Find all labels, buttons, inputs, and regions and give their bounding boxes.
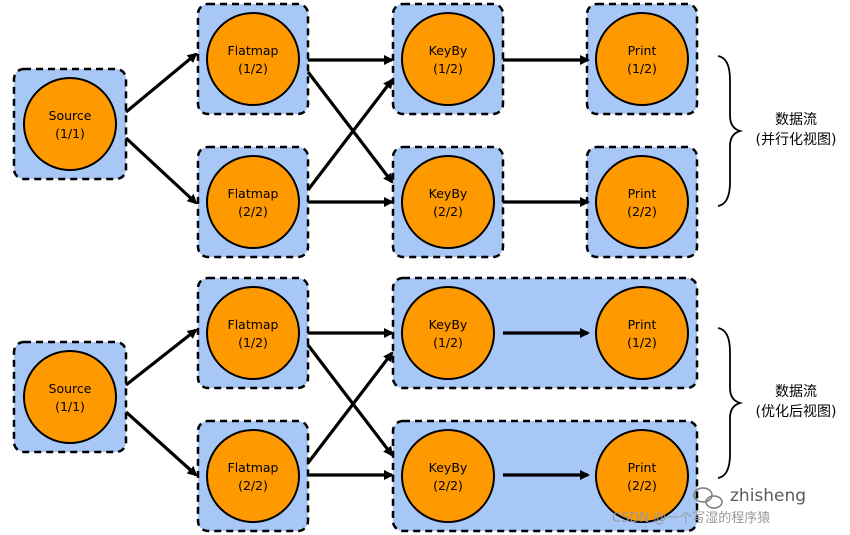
source-label: Source bbox=[49, 381, 92, 396]
keyby-1-index: (1/2) bbox=[433, 61, 463, 76]
print-1-index: (1/2) bbox=[627, 335, 657, 350]
keyby-2-label: KeyBy bbox=[429, 186, 468, 201]
parallel-view-brace bbox=[717, 55, 744, 207]
source-node bbox=[23, 350, 117, 444]
keyby-2-node bbox=[401, 429, 495, 523]
keyby-2-index: (2/2) bbox=[433, 478, 463, 493]
print-1-node bbox=[595, 286, 689, 380]
optimized-view-caption-line1: 数据流 bbox=[775, 384, 817, 400]
print-2-index: (2/2) bbox=[627, 478, 657, 493]
edge-flatmap1-keyby2 bbox=[306, 71, 394, 184]
edge-source-flatmap1 bbox=[124, 52, 198, 114]
watermark-credit: CSDN @一个写湿的程序猿 bbox=[612, 510, 770, 526]
flatmap-2-index: (2/2) bbox=[238, 204, 268, 219]
optimized-view-brace bbox=[717, 327, 744, 479]
wechat-icon bbox=[693, 487, 723, 509]
keyby-1-label: KeyBy bbox=[429, 317, 468, 332]
edge-source-flatmap1 bbox=[125, 328, 198, 387]
keyby-1-label: KeyBy bbox=[429, 43, 468, 58]
keyby-1-node bbox=[401, 12, 495, 106]
flatmap-1-index: (1/2) bbox=[238, 335, 268, 350]
print-2-label: Print bbox=[628, 460, 657, 475]
optimized-view: Source (1/1) Flatmap (1/2) Flatmap (2/2)… bbox=[12, 276, 837, 533]
watermark: zhisheng CSDN @一个写湿的程序猿 bbox=[612, 486, 806, 526]
source-index: (1/1) bbox=[55, 399, 85, 414]
parallel-view: Source (1/1) Flatmap (1/2) Flatmap (2/2)… bbox=[12, 2, 837, 259]
edge-flatmap2-keyby1 bbox=[306, 351, 394, 464]
keyby-1-index: (1/2) bbox=[433, 335, 463, 350]
print-1-index: (1/2) bbox=[627, 61, 657, 76]
source-node bbox=[23, 77, 117, 171]
optimized-view-caption-line2: (优化后视图) bbox=[756, 404, 837, 420]
watermark-author: zhisheng bbox=[730, 486, 806, 506]
flatmap-2-node bbox=[206, 429, 300, 523]
print-2-label: Print bbox=[628, 186, 657, 201]
print-1-label: Print bbox=[628, 43, 657, 58]
print-2-node bbox=[595, 155, 689, 249]
parallel-view-caption-line2: (并行化视图) bbox=[756, 132, 837, 148]
edge-flatmap2-keyby1 bbox=[306, 78, 394, 191]
flatmap-2-node bbox=[206, 155, 300, 249]
print-1-node bbox=[595, 12, 689, 106]
flatmap-1-node bbox=[206, 286, 300, 380]
flatmap-1-node bbox=[206, 12, 300, 106]
print-2-index: (2/2) bbox=[627, 204, 657, 219]
edge-source-flatmap2 bbox=[124, 136, 198, 205]
edge-flatmap1-keyby2 bbox=[306, 344, 394, 457]
parallel-view-caption-line1: 数据流 bbox=[775, 112, 817, 128]
keyby-1-node bbox=[401, 286, 495, 380]
keyby-2-label: KeyBy bbox=[429, 460, 468, 475]
print-1-label: Print bbox=[628, 317, 657, 332]
source-index: (1/1) bbox=[55, 126, 85, 141]
flatmap-1-label: Flatmap bbox=[228, 43, 279, 58]
flatmap-2-index: (2/2) bbox=[238, 478, 268, 493]
keyby-2-index: (2/2) bbox=[433, 204, 463, 219]
flatmap-1-index: (1/2) bbox=[238, 61, 268, 76]
flatmap-1-label: Flatmap bbox=[228, 317, 279, 332]
print-2-node bbox=[595, 429, 689, 523]
keyby-2-node bbox=[401, 155, 495, 249]
source-label: Source bbox=[49, 108, 92, 123]
flatmap-2-label: Flatmap bbox=[228, 186, 279, 201]
edge-source-flatmap2 bbox=[124, 410, 198, 477]
flatmap-2-label: Flatmap bbox=[228, 460, 279, 475]
